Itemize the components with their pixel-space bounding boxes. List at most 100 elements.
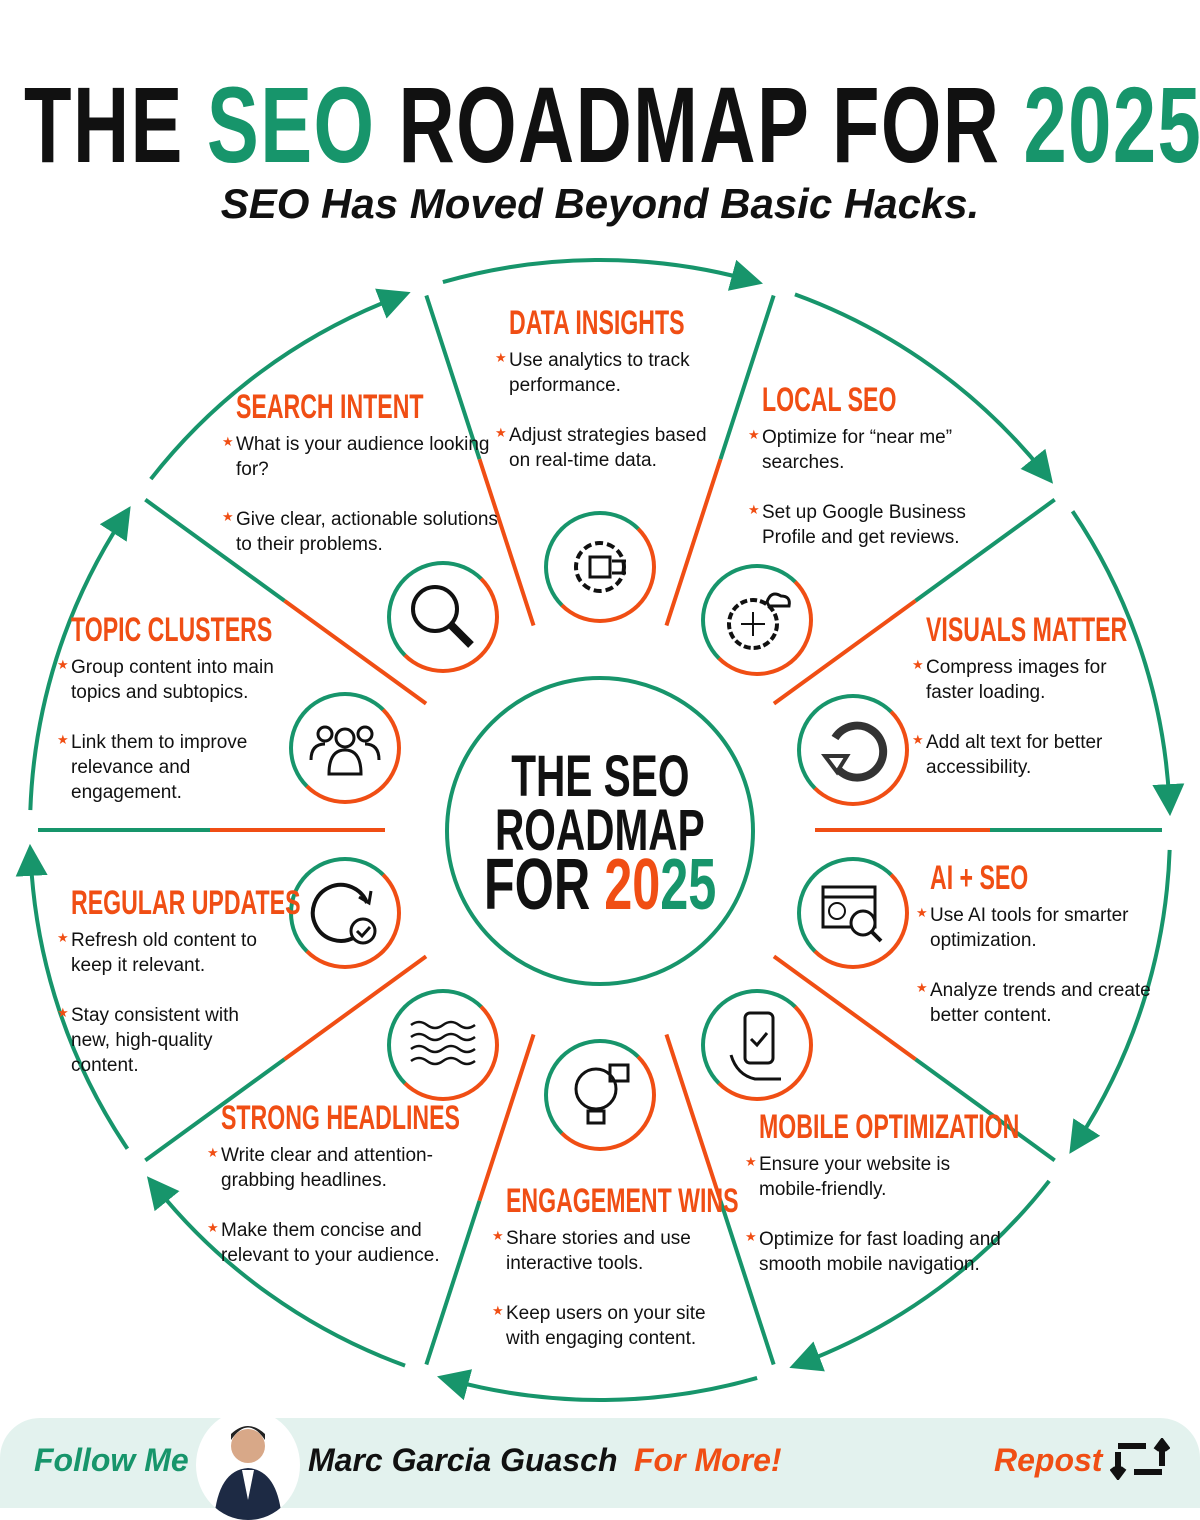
bullet-text: Group content into main topics and subto… xyxy=(71,657,274,703)
bullet-text: Adjust strategies based on real-time dat… xyxy=(509,425,707,471)
title-text: THE xyxy=(24,64,207,185)
section-9: SEARCH INTENT xyxy=(236,388,512,432)
section-divider xyxy=(664,458,723,627)
flow-arrow xyxy=(1069,849,1172,1154)
section-4: MOBILE OPTIMIZATION xyxy=(759,1108,1142,1152)
flow-arrow xyxy=(146,1176,406,1368)
center-20: 20 xyxy=(604,845,661,925)
main-title: THE SEO ROADMAP FOR 2025! xyxy=(24,70,1200,180)
bullet-text: Ensure your website is mobile-friendly. xyxy=(759,1154,951,1200)
star-icon: ★ xyxy=(748,427,760,442)
section-title: TOPIC CLUSTERS xyxy=(71,611,273,649)
section-divider xyxy=(914,498,1056,603)
star-icon: ★ xyxy=(916,980,928,995)
waves-icon xyxy=(387,989,499,1101)
flow-arrow xyxy=(794,292,1054,484)
center-25: 25 xyxy=(660,845,717,925)
section-title: AI + SEO xyxy=(930,859,1029,897)
star-icon: ★ xyxy=(745,1154,757,1169)
mobile-hand-icon xyxy=(701,989,813,1101)
bullet-item: ★Make them concise and relevant to your … xyxy=(207,1218,462,1268)
section-title: STRONG HEADLINES xyxy=(221,1099,460,1137)
section-1: LOCAL SEO xyxy=(762,381,960,425)
section-5: ENGAGEMENT WINS xyxy=(506,1182,848,1226)
bullet-text: What is your audience looking for? xyxy=(236,434,490,480)
bullet-item: ★Analyze trends and create better conten… xyxy=(916,978,1166,1028)
bullet-item: ★Group content into main topics and subt… xyxy=(57,655,282,705)
footer-bar: Follow Me Marc Garcia Guasch For More! R… xyxy=(0,1410,1200,1520)
people-group-icon xyxy=(289,692,401,804)
section-title: SEARCH INTENT xyxy=(236,388,424,426)
star-icon: ★ xyxy=(207,1145,219,1160)
bullet-item: ★Share stories and use interactive tools… xyxy=(492,1226,742,1276)
magnifier-icon xyxy=(387,561,499,673)
section-bullets: ★Ensure your website is mobile-friendly.… xyxy=(745,1152,1005,1302)
bullet-item: ★Use analytics to track performance. xyxy=(495,348,715,398)
section-divider xyxy=(424,294,482,460)
section-2: VISUALS MATTER xyxy=(926,611,1200,655)
section-7: REGULAR UPDATES xyxy=(71,884,409,928)
bullet-item: ★Adjust strategies based on real-time da… xyxy=(495,423,715,473)
section-bullets: ★Use analytics to track performance.★Adj… xyxy=(495,348,715,498)
repost-icon[interactable] xyxy=(1110,1438,1170,1480)
clock-check-icon xyxy=(289,857,401,969)
refresh-arrow-icon xyxy=(797,694,909,806)
repost-text[interactable]: Repost xyxy=(994,1442,1103,1478)
bullet-text: Set up Google Business Profile and get r… xyxy=(762,502,966,548)
bullet-text: Link them to improve relevance and engag… xyxy=(71,732,248,803)
bullet-text: Share stories and use interactive tools. xyxy=(506,1228,691,1274)
gear-data-icon xyxy=(544,511,656,623)
flow-arrow xyxy=(437,1369,758,1402)
section-title: MOBILE OPTIMIZATION xyxy=(759,1108,1020,1146)
center-line-2: ROADMAP xyxy=(495,798,705,863)
center-line-3: FOR 2025 xyxy=(484,849,717,921)
center-for: FOR xyxy=(483,845,605,925)
bullet-item: ★Give clear, actionable solutions to the… xyxy=(222,507,507,557)
section-bullets: ★Compress images for faster loading.★Add… xyxy=(912,655,1142,805)
bullet-item: ★What is your audience looking for? xyxy=(222,432,507,482)
section-8: TOPIC CLUSTERS xyxy=(71,611,367,655)
bullet-text: Use AI tools for smarter optimization. xyxy=(930,905,1129,951)
star-icon: ★ xyxy=(495,425,507,440)
bullet-text: Keep users on your site with engaging co… xyxy=(506,1303,706,1349)
flow-arrow xyxy=(15,843,130,1150)
flow-arrow xyxy=(442,258,763,291)
center-line-1: THE SEO xyxy=(510,744,690,809)
star-icon: ★ xyxy=(57,930,69,945)
star-icon: ★ xyxy=(492,1303,504,1318)
section-0: DATA INSIGHTS xyxy=(509,304,767,348)
section-divider xyxy=(477,1033,536,1202)
bullet-item: ★Write clear and attention-grabbing head… xyxy=(207,1143,462,1193)
star-icon: ★ xyxy=(745,1229,757,1244)
section-title: LOCAL SEO xyxy=(762,381,897,419)
star-icon: ★ xyxy=(495,350,507,365)
star-icon: ★ xyxy=(57,657,69,672)
section-title: DATA INSIGHTS xyxy=(509,304,685,342)
section-divider xyxy=(772,954,917,1061)
star-icon: ★ xyxy=(912,657,924,672)
browser-seo-search-icon xyxy=(797,857,909,969)
bullet-item: ★Refresh old content to keep it relevant… xyxy=(57,928,279,978)
section-divider xyxy=(144,1057,286,1162)
star-icon: ★ xyxy=(207,1220,219,1235)
bullet-item: ★Stay consistent with new, high-quality … xyxy=(57,1003,279,1078)
bullet-text: Analyze trends and create better content… xyxy=(930,980,1151,1026)
bullet-item: ★Optimize for “near me” searches. xyxy=(748,425,998,475)
bullet-text: Use analytics to track performance. xyxy=(509,350,690,396)
section-title: VISUALS MATTER xyxy=(926,611,1128,649)
bullet-item: ★Link them to improve relevance and enga… xyxy=(57,730,282,805)
author-name[interactable]: Marc Garcia Guasch xyxy=(308,1442,618,1478)
flow-arrow xyxy=(149,288,411,481)
bullet-text: Optimize for fast loading and smooth mob… xyxy=(759,1229,1001,1275)
section-bullets: ★Group content into main topics and subt… xyxy=(57,655,282,830)
bullet-text: Optimize for “near me” searches. xyxy=(762,427,953,473)
bulb-puzzle-icon xyxy=(544,1039,656,1151)
section-3: AI + SEO xyxy=(930,859,1075,903)
star-icon: ★ xyxy=(912,732,924,747)
for-more-text: For More! xyxy=(634,1442,782,1478)
bullet-item: ★Compress images for faster loading. xyxy=(912,655,1142,705)
flow-arrow xyxy=(1070,510,1185,817)
bullet-text: Refresh old content to keep it relevant. xyxy=(71,930,257,976)
section-divider xyxy=(772,599,917,706)
section-divider xyxy=(144,498,286,603)
